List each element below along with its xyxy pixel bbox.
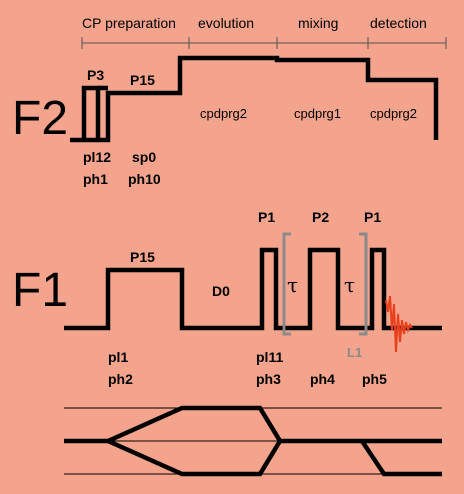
f2-label-ph10: ph10 (128, 171, 161, 187)
f1-label-pl1: pl1 (108, 349, 128, 365)
coherence-path-upper (64, 405, 442, 444)
fid-signal (385, 295, 413, 353)
f2-label-ph1: ph1 (83, 171, 108, 187)
f1-label-ph4: ph4 (310, 371, 335, 387)
f1-label-tau-1: τ (287, 273, 298, 297)
f1-label-tau-2: τ (344, 273, 355, 297)
f2-label-cpd-evolution: cpdprg2 (200, 106, 247, 121)
loop-bracket-left (282, 232, 291, 336)
f2-label-pl12: pl12 (83, 149, 111, 165)
f1-label-p1-first: P1 (258, 209, 275, 225)
phase-label-evolution: evolution (198, 15, 254, 31)
f1-channel: F1 P15 D0 P1 P2 P1 τ τ L1 pl1 ph2 pl11 p… (12, 209, 442, 387)
phase-label-cp: CP preparation (82, 15, 176, 31)
channel-label-f2: F2 (12, 92, 68, 145)
channel-label-f1: F1 (12, 264, 68, 317)
f1-label-pl11: pl11 (256, 349, 283, 365)
f2-label-cpd-detection: cpdprg2 (370, 106, 417, 121)
f2-channel: F2 P3 P15 cpdprg2 cpdprg1 cpdprg2 pl12 p… (12, 55, 439, 187)
f1-label-ph5: ph5 (362, 371, 387, 387)
f1-label-ph2: ph2 (108, 371, 133, 387)
f1-label-d0: D0 (212, 283, 230, 299)
f1-label-p1-last: P1 (364, 209, 381, 225)
f1-pulse-train (64, 247, 442, 331)
phase-label-detection: detection (370, 15, 427, 31)
f1-label-p2: P2 (312, 209, 329, 225)
f1-label-p15: P15 (130, 249, 155, 265)
f2-label-cpd-mixing: cpdprg1 (294, 106, 341, 121)
coherence-pathway (64, 405, 442, 477)
f2-label-p15: P15 (130, 72, 155, 88)
phase-label-mixing: mixing (298, 15, 338, 31)
phase-ruler: CP preparation evolution mixing detectio… (81, 15, 447, 49)
f1-label-loop: L1 (347, 345, 362, 360)
f2-label-sp0: sp0 (132, 149, 156, 165)
f2-label-p3: P3 (87, 67, 104, 83)
f1-label-ph3: ph3 (256, 371, 281, 387)
loop-bracket-right (359, 232, 368, 336)
f2-pulse-train (70, 55, 439, 143)
coherence-path-lower (107, 438, 442, 477)
